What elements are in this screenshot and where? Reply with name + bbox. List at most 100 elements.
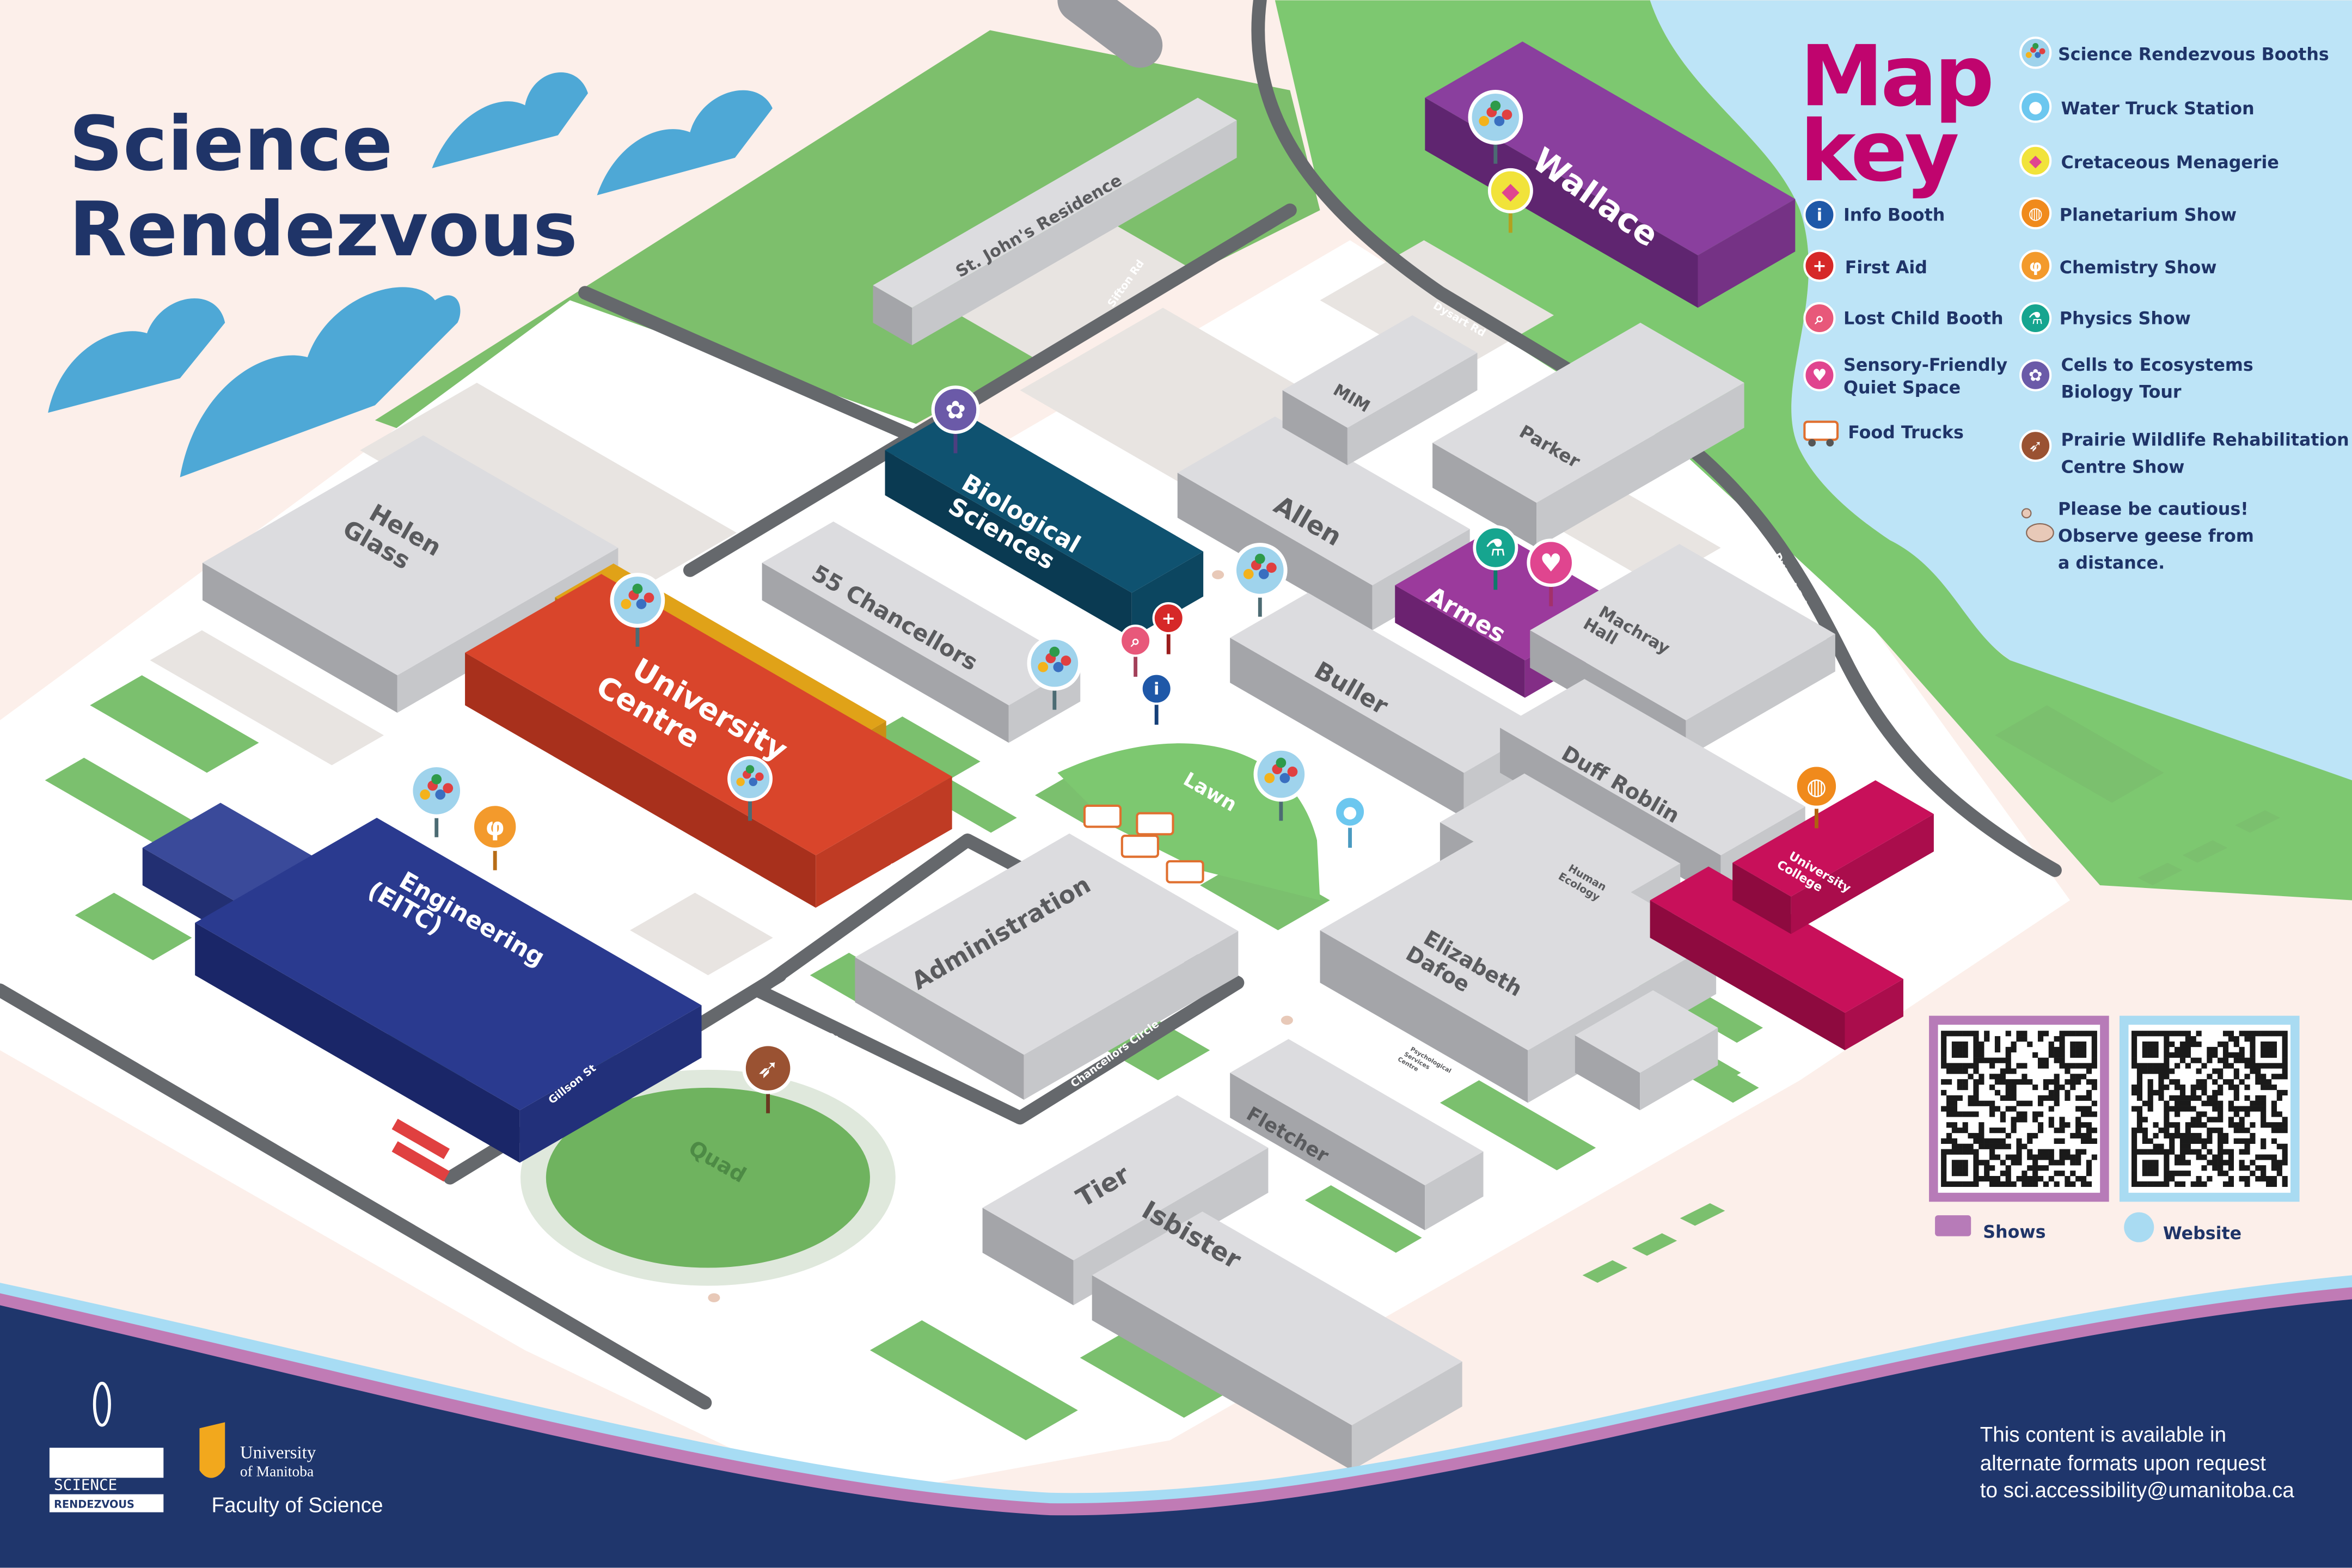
qr-module <box>2059 1052 2065 1058</box>
map-pin-gem-icon[interactable]: ◆ <box>1487 168 1533 233</box>
qr-module <box>2261 1165 2267 1171</box>
qr-module <box>2147 1046 2153 1053</box>
qr-website[interactable]: Website <box>2119 1015 2300 1244</box>
qr-module <box>2032 1111 2038 1117</box>
map-pin-planet-icon[interactable]: ◍ <box>1793 763 1839 829</box>
qr-website-label: Website <box>2163 1224 2241 1244</box>
qr-module <box>2282 1154 2288 1160</box>
building-roof <box>1575 990 1718 1073</box>
molecule-atom <box>755 772 764 781</box>
chem-glyph: ⚗ <box>2028 309 2043 328</box>
map-pin-bird-icon[interactable]: ➶ <box>742 1042 794 1113</box>
qr-module <box>2212 1165 2218 1171</box>
molecule-atom <box>1479 116 1490 126</box>
qr-module <box>1973 1052 1979 1058</box>
qr-module <box>2153 1089 2159 1096</box>
qr-module <box>2048 1095 2054 1101</box>
qr-module <box>2261 1122 2267 1128</box>
accessibility-email[interactable]: to sci.accessibility@umanitoba.ca <box>1980 1479 2295 1502</box>
qr-module <box>1973 1085 1979 1091</box>
qr-module <box>2059 1122 2065 1128</box>
qr-module <box>2011 1068 2017 1074</box>
map-pin-molecule-icon[interactable] <box>409 763 464 837</box>
qr-module <box>1962 1111 1968 1117</box>
key-molecule-icon <box>2019 36 2052 69</box>
title-line-2: Rendezvous <box>69 186 578 273</box>
qr-module <box>2091 1041 2097 1048</box>
map-pin-molecule-icon[interactable] <box>1027 635 1082 710</box>
qr-module <box>2179 1143 2186 1149</box>
qr-module <box>2132 1052 2137 1058</box>
map-pin-water-drop-icon[interactable]: ● <box>1333 795 1367 848</box>
map-pin-molecule-icon[interactable] <box>1253 746 1309 821</box>
qr-module <box>1994 1041 2001 1048</box>
qr-module <box>2136 1063 2143 1069</box>
qr-module <box>2207 1074 2213 1080</box>
qr-module <box>2190 1095 2196 1101</box>
map-pin-info-icon[interactable]: i <box>1140 672 1173 725</box>
map-pin-molecule-icon[interactable] <box>610 573 665 647</box>
qr-shows[interactable]: Shows <box>1929 1015 2109 1242</box>
key-flask-icon: ⚗ <box>2019 302 2052 335</box>
qr-code-website[interactable] <box>2132 1031 2288 1187</box>
qr-module <box>2075 1095 2081 1101</box>
qr-module <box>2000 1079 2006 1085</box>
qr-module <box>2185 1128 2191 1134</box>
qr-module <box>1946 1122 1952 1128</box>
qr-module <box>2271 1063 2277 1069</box>
qr-module <box>2132 1041 2137 1048</box>
map-pin-molecule-icon[interactable] <box>1232 543 1288 617</box>
map-pin-lost-child-icon[interactable]: ⌕ <box>1119 624 1152 677</box>
building-side <box>762 562 1009 743</box>
map-pin-phi-icon[interactable]: φ <box>470 803 519 871</box>
booth-icon-circle <box>1232 543 1288 598</box>
qr-module <box>2059 1063 2065 1069</box>
map-pin-first-aid-icon[interactable]: + <box>1152 602 1185 654</box>
qr-module <box>2147 1079 2153 1085</box>
university-of-manitoba-logo: University of Manitoba <box>199 1422 316 1479</box>
map-pin-cells-icon[interactable]: ✿ <box>931 385 980 454</box>
qr-module <box>2136 1181 2143 1187</box>
key-physics: Physics Show <box>2060 309 2191 329</box>
map-pin-molecule-icon[interactable] <box>1468 90 1523 164</box>
key-first-aid: First Aid <box>1845 258 1927 278</box>
building-side <box>1650 900 1845 1051</box>
qr-module <box>1979 1079 1984 1085</box>
qr-module <box>1957 1149 1963 1155</box>
map-pin-molecule-icon[interactable] <box>727 756 773 821</box>
qr-module <box>2196 1068 2202 1074</box>
building-roof <box>465 574 952 855</box>
building-fletcher <box>1230 1039 1484 1230</box>
qr-module <box>2011 1095 2017 1101</box>
qr-module <box>2022 1031 2028 1037</box>
qr-module <box>2054 1089 2060 1096</box>
qr-module <box>1957 1052 1963 1058</box>
bird-icon-circle <box>2019 430 2052 462</box>
qr-module <box>2037 1175 2044 1182</box>
building-st-johns-residence <box>873 97 1237 346</box>
qr-module <box>1957 1063 1963 1069</box>
qr-module <box>2080 1095 2087 1101</box>
qr-module <box>2228 1085 2234 1091</box>
qr-module <box>2142 1046 2148 1053</box>
map-pin-sensory-heart-icon[interactable]: ♥ <box>1527 538 1576 607</box>
qr-module <box>1941 1057 1947 1063</box>
qr-module <box>2132 1132 2137 1139</box>
qr-module <box>1946 1181 1952 1187</box>
qr-module <box>2043 1079 2049 1085</box>
key-phi-icon: φ <box>2019 249 2052 282</box>
qr-module <box>2153 1181 2159 1187</box>
qr-code-shows[interactable] <box>1941 1031 2097 1187</box>
qr-module <box>2244 1057 2250 1063</box>
building-roof <box>1320 821 1717 1051</box>
qr-module <box>2179 1181 2186 1187</box>
map-pin-flask-icon[interactable]: ⚗ <box>1473 525 1518 590</box>
qr-module <box>2196 1111 2202 1117</box>
qr-module <box>2207 1117 2213 1123</box>
qr-module <box>1989 1154 1995 1160</box>
qr-module <box>2250 1052 2256 1058</box>
bird-icon-circle <box>742 1042 794 1094</box>
qr-module <box>1968 1100 1974 1106</box>
qr-module <box>2086 1181 2092 1187</box>
qr-module <box>2011 1106 2017 1112</box>
